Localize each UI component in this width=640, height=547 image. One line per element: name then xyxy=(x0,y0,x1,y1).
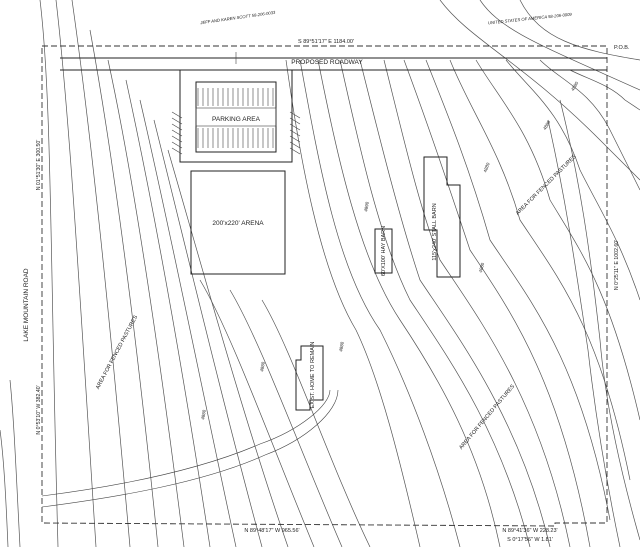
proposed-roadway: PROPOSED ROADWAY xyxy=(60,52,607,71)
adjacent-owner-north-right: UNITED STATES OF AMERICA 58-206-0009 xyxy=(488,12,573,26)
stall-barn: 115'x240' STALL BARN xyxy=(423,156,461,278)
contour-label: 4880 xyxy=(259,361,266,372)
bearing-east: N 0°25'11" E 1002.60' xyxy=(614,240,620,290)
contour-label: 4880 xyxy=(200,409,207,420)
bearing-south-right-2: S 0°17'56" W 1.81' xyxy=(507,537,553,543)
arena-label: 200'x220' ARENA xyxy=(212,220,264,227)
bearing-west-upper: N 01°51'30" E 300.50' xyxy=(36,140,42,191)
bearing-west-lower: N 0°53'10" W 382.40' xyxy=(36,385,42,434)
arena: 200'x220' ARENA xyxy=(190,170,286,275)
hay-barn: 60'X100' HAY BARN xyxy=(374,226,393,276)
property-boundary xyxy=(41,45,608,527)
existing-home: EXIST. HOME TO REMAIN xyxy=(295,342,324,411)
contour-label: 4880 xyxy=(570,80,580,92)
road-name: LAKE MOUNTAIN ROAD xyxy=(23,268,30,342)
pasture-label-w: AREA FOR FENCED PASTURES xyxy=(95,314,139,390)
bearing-south-right-1: N 89°41'36" W 228.23' xyxy=(502,528,557,534)
pasture-label-ne: AREA FOR FENCED PASTURES xyxy=(515,154,578,217)
contour-label: 4880 xyxy=(483,161,491,173)
hay-barn-label: 60'X100' HAY BARN xyxy=(381,226,387,276)
pob-label: P.O.B. xyxy=(614,45,630,51)
parking-area-label: PARKING AREA xyxy=(212,116,261,123)
existing-home-label: EXIST. HOME TO REMAIN xyxy=(310,342,316,409)
proposed-roadway-label: PROPOSED ROADWAY xyxy=(291,59,363,66)
bearing-north: S 89°51'17" E 1184.00' xyxy=(298,39,354,45)
parking-area: PARKING AREA xyxy=(171,69,301,163)
bearing-south: N 89°48'17" W 965.56' xyxy=(244,528,299,534)
contour-label: 4890 xyxy=(363,201,370,212)
driveway xyxy=(41,389,339,508)
stall-barn-label: 115'x240' STALL BARN xyxy=(432,203,438,260)
contour-label: 4880 xyxy=(478,262,486,273)
contour-label: 4880 xyxy=(542,119,552,131)
pasture-label-se: AREA FOR FENCED PASTURES xyxy=(458,383,516,450)
adjacent-owner-north-left: JEFF AND KAREN SCOTT 58-206-0033 xyxy=(199,10,276,26)
contour-label: 4880 xyxy=(338,341,345,352)
